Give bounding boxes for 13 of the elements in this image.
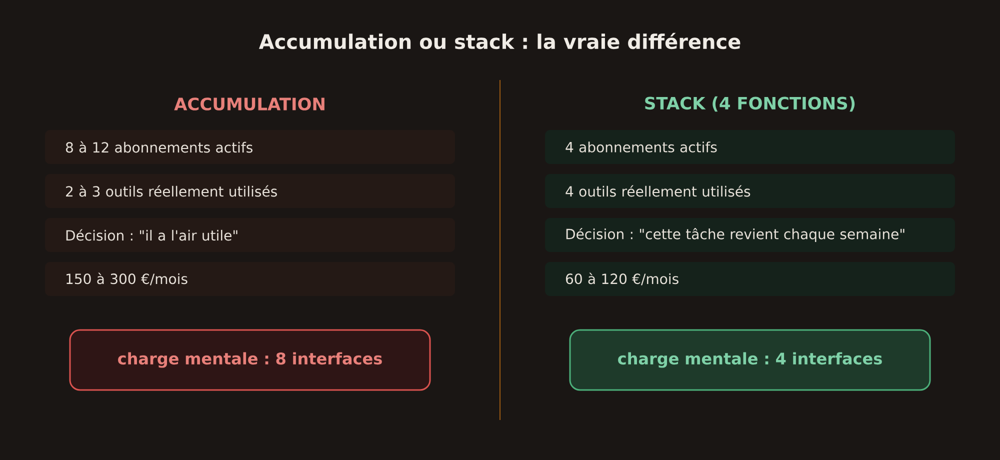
summary-box: charge mentale : 8 interfaces [69,329,431,391]
title: Accumulation ou stack : la vraie différence [258,32,740,50]
row-box: 4 outils réellement utilisés [545,174,956,208]
column-heading: ACCUMULATION [174,98,324,110]
row-box: 4 abonnements actifs [545,130,956,164]
row-box: Décision : "il a l'air utile" [45,218,455,252]
summary-box: charge mentale : 4 interfaces [569,329,931,391]
row-box: 2 à 3 outils réellement utilisés [45,174,455,208]
row-box: 150 à 300 €/mois [45,262,455,296]
column-heading: STACK (4 FONCTIONS) [645,96,855,112]
row-box: 60 à 120 €/mois [545,262,956,296]
row-box: 8 à 12 abonnements actifs [45,130,455,164]
row-box: Décision : "cette tâche revient chaque semaine" [545,218,956,252]
